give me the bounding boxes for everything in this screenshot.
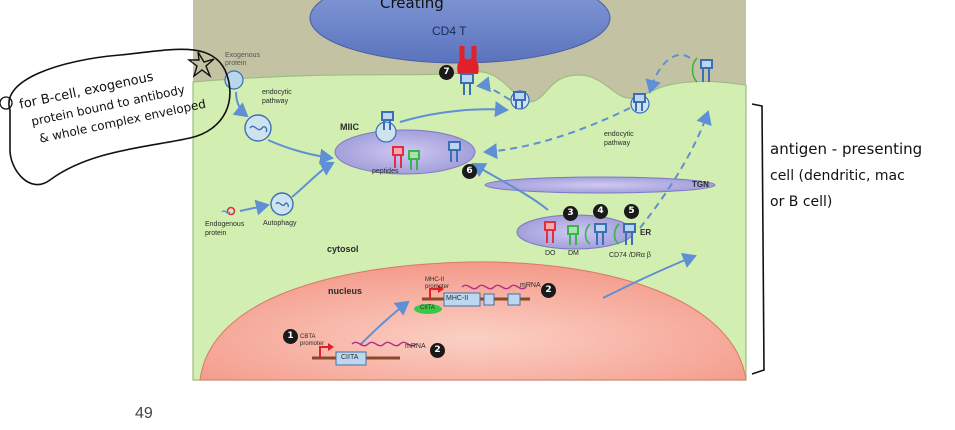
step-badge: 3 xyxy=(563,206,578,221)
nucleus-label: nucleus xyxy=(328,286,363,296)
dashed-pathway-arrows xyxy=(476,53,712,229)
tgn-organelle xyxy=(484,176,716,194)
ciita-protein-label: CIITA xyxy=(420,305,435,311)
step-badge: 6 xyxy=(462,164,477,179)
handwritten-bracket-line: or B cell) xyxy=(770,194,833,210)
step-badge: 2 xyxy=(430,343,445,358)
step-badge: 5 xyxy=(624,204,639,219)
mhc-molecules xyxy=(381,59,713,245)
do-dm-molecules xyxy=(392,57,698,245)
mrna-top-label: mRNA xyxy=(520,282,541,289)
handwritten-bracket-line: cell (dendritic, mac xyxy=(770,168,905,184)
peptides-label: peptides xyxy=(372,168,399,175)
endosome xyxy=(244,114,272,142)
do-label: DO xyxy=(545,250,556,257)
ciita-gene-construct xyxy=(312,341,417,366)
step-badge: 4 xyxy=(593,204,608,219)
handwritten-top-fragment: Creating xyxy=(380,0,444,12)
ciita-gene-label: CIITA xyxy=(341,354,359,361)
autophagosome xyxy=(270,192,294,216)
miic-organelle xyxy=(334,129,476,175)
handwritten-bracket-line: antigen - presenting xyxy=(770,140,923,158)
tgn-label: TGN xyxy=(692,180,709,189)
tcr xyxy=(457,58,479,74)
er-label: ER xyxy=(640,228,652,237)
handwritten-note-cloud xyxy=(8,48,231,186)
dm-label: DM xyxy=(568,250,579,257)
mhc-ii-gene-label: MHC-II xyxy=(446,295,469,302)
cd4-t-label: CD4 T xyxy=(432,24,467,38)
antigen-cell-bracket xyxy=(751,103,765,375)
mhc-ii-gene-construct xyxy=(414,284,530,314)
step-badge: 1 xyxy=(283,329,298,344)
autophagy-label: Autophagy xyxy=(263,220,297,227)
pathway-arrows xyxy=(232,91,697,346)
step-badge: 2 xyxy=(541,283,556,298)
page-number: 49 xyxy=(135,405,153,422)
endogenous-protein xyxy=(226,206,236,216)
step-badge: 7 xyxy=(439,65,454,80)
nucleus xyxy=(199,261,747,381)
miic-label: MIIC xyxy=(340,122,359,132)
mrna-bottom-label: mRNA xyxy=(405,343,426,350)
circled-star-icon xyxy=(0,96,13,110)
star-annotation-icon xyxy=(186,51,215,79)
cd74-label: CD74 /DRα β xyxy=(609,252,651,259)
cytosol-label: cytosol xyxy=(327,244,359,254)
